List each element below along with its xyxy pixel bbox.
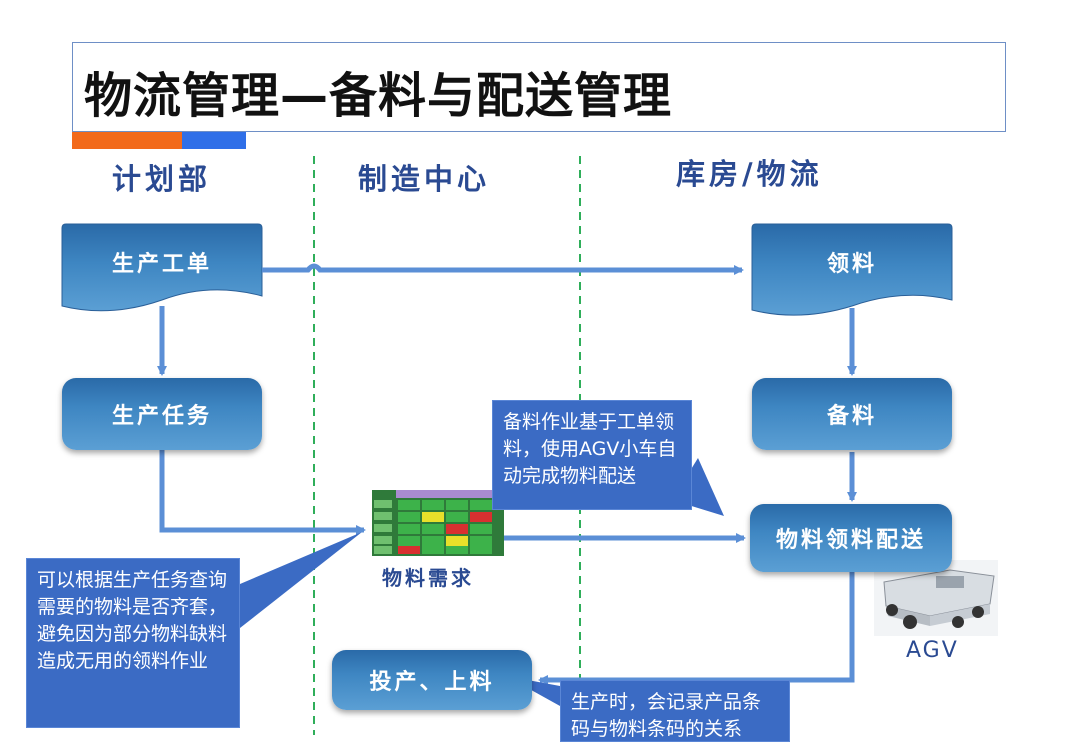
callout-barcode-record: 生产时，会记录产品条码与物料条码的关系 <box>560 680 790 742</box>
arrow-work-order-to-pick <box>262 263 744 275</box>
material-demand-screen <box>372 490 504 556</box>
pick-material-shape <box>751 223 953 316</box>
work-order-shape <box>61 223 263 312</box>
arrow-task-to-demand <box>159 450 366 535</box>
node-production-loading: 投产、上料 <box>332 650 532 710</box>
accent-bar-orange <box>72 132 182 149</box>
column-heading-manufacturing: 制造中心 <box>358 162 491 196</box>
node-pick-material: 领料 <box>826 252 877 277</box>
title-frame <box>72 42 1006 132</box>
agv-image <box>874 560 998 636</box>
callout-pointer-query <box>240 532 362 628</box>
callout-agv-delivery: 备料作业基于工单领料，使用AGV小车自动完成物料配送 <box>492 400 692 510</box>
callout-query-material: 可以根据生产任务查询需要的物料是否齐套，避免因为部分物料缺料造成无用的领料作业 <box>26 558 240 728</box>
node-production-task: 生产任务 <box>62 378 262 450</box>
material-demand-label: 物料需求 <box>382 566 474 590</box>
column-heading-plan: 计划部 <box>112 162 212 196</box>
node-material-delivery: 物料领料配送 <box>750 504 952 572</box>
page-title: 物流管理—备料与配送管理 <box>84 68 673 124</box>
agv-label: AGV <box>906 638 959 663</box>
accent-bar-blue <box>182 132 246 149</box>
node-prepare-material: 备料 <box>752 378 952 450</box>
arrow-delivery-to-loading <box>538 572 855 685</box>
column-heading-warehouse: 库房/物流 <box>676 157 823 191</box>
node-work-order: 生产工单 <box>111 252 212 277</box>
